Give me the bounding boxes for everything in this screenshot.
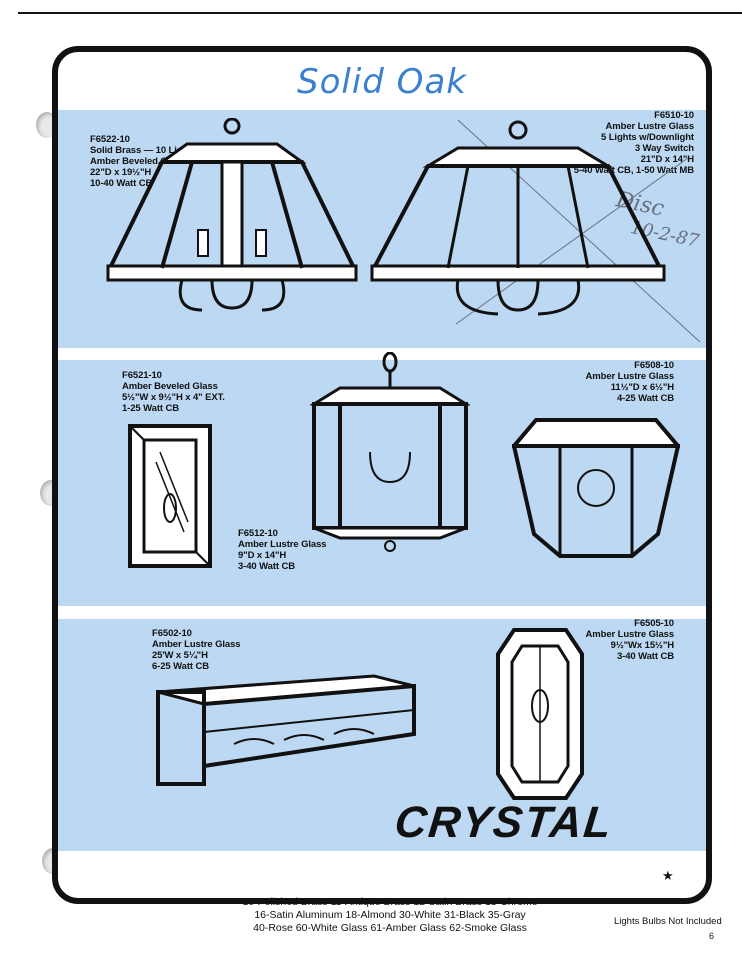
product-code: F6510-10 xyxy=(654,110,694,121)
finish-list: 10-Polished Brass 11-Antique Brass 12-Sa… xyxy=(200,896,580,935)
product-spec: 10-40 Watt CB xyxy=(90,178,153,189)
product-spec: Amber Lustre Glass xyxy=(152,639,241,650)
product-spec: 4-25 Watt CB xyxy=(616,393,674,404)
product-code: F6522-10 xyxy=(90,134,130,145)
product-spec: 22"D x 19½"H xyxy=(90,167,152,178)
product-code: F6512-10 xyxy=(238,528,278,539)
top-rule xyxy=(18,12,742,14)
product-spec: 1-25 Watt CB xyxy=(122,403,180,414)
product-spec: 9"D x 14"H xyxy=(238,550,287,561)
page-number: 6 xyxy=(709,931,715,941)
panel-bottom xyxy=(58,619,706,851)
product-spec: 3 Way Switch xyxy=(634,143,694,154)
product-spec: 5 Lights w/Downlight xyxy=(601,132,694,143)
product-label: F6522-10 Solid Brass — 10 Lights Amber B… xyxy=(90,134,197,189)
product-label: F6502-10 Amber Lustre Glass 25'W x 5¼"H … xyxy=(152,628,241,672)
bathbar-illustration xyxy=(156,674,416,786)
product-spec: 6-25 Watt CB xyxy=(152,661,210,672)
product-spec: 5-40 Watt CB, 1-50 Watt MB xyxy=(573,165,694,176)
panel-top xyxy=(58,110,706,348)
finish-line: 40-Rose 60-White Glass 61-Amber Glass 62… xyxy=(253,922,527,934)
product-spec: Amber Beveled Glass xyxy=(122,381,218,392)
product-spec: Amber Lustre Glass xyxy=(585,629,675,640)
product-code: F6521-10 xyxy=(122,370,162,381)
wall-lantern-illustration xyxy=(496,628,584,800)
product-spec: 21"D x 14"H xyxy=(640,154,694,165)
product-spec: 3-40 Watt CB xyxy=(616,651,674,662)
ceiling-fixture-illustration xyxy=(512,418,680,558)
brand-logo: CRYSTAL xyxy=(392,798,616,847)
product-code: F6505-10 xyxy=(634,618,674,629)
page-title: Solid Oak xyxy=(297,62,467,102)
product-spec: 3-40 Watt CB xyxy=(238,561,296,572)
star-icon: ★ xyxy=(662,868,674,883)
product-label: F6508-10 Amber Lustre Glass 11½"D x 6½"H… xyxy=(585,360,675,404)
product-spec: Amber Beveled Glass xyxy=(90,156,186,167)
product-label: F6505-10 Amber Lustre Glass 9½"Wx 15½"H … xyxy=(585,618,675,662)
product-spec: 11½"D x 6½"H xyxy=(610,382,674,393)
product-code: F6508-10 xyxy=(634,360,674,371)
product-spec: 5½"W x 9½"H x 4" EXT. xyxy=(122,392,225,403)
product-spec: Amber Lustre Glass xyxy=(585,371,675,382)
product-spec: 9½"Wx 15½"H xyxy=(610,640,674,651)
bulbs-note: Lights Bulbs Not Included xyxy=(614,916,722,927)
product-label: F6521-10 Amber Beveled Glass 5½"W x 9½"H… xyxy=(122,370,225,414)
product-label: F6510-10 Amber Lustre Glass 5 Lights w/D… xyxy=(574,110,694,176)
sconce-illustration xyxy=(128,424,212,568)
product-spec: Amber Lustre Glass xyxy=(605,121,695,132)
product-spec: Solid Brass — 10 Lights xyxy=(90,145,197,156)
product-code: F6502-10 xyxy=(152,628,192,639)
product-spec: Amber Lustre Glass xyxy=(238,539,327,550)
catalog-frame: Solid Oak F6522-10 Solid Brass — 10 Ligh… xyxy=(52,46,712,904)
product-label: F6512-10 Amber Lustre Glass 9"D x 14"H 3… xyxy=(238,528,327,572)
chandelier-illustration xyxy=(370,120,666,316)
chandelier-illustration xyxy=(106,118,358,312)
product-spec: 25'W x 5¼"H xyxy=(152,650,208,661)
lantern-illustration xyxy=(310,352,470,552)
finish-line: 10-Polished Brass 11-Antique Brass 12-Sa… xyxy=(242,896,538,908)
finish-line: 16-Satin Aluminum 18-Almond 30-White 31-… xyxy=(254,909,526,921)
